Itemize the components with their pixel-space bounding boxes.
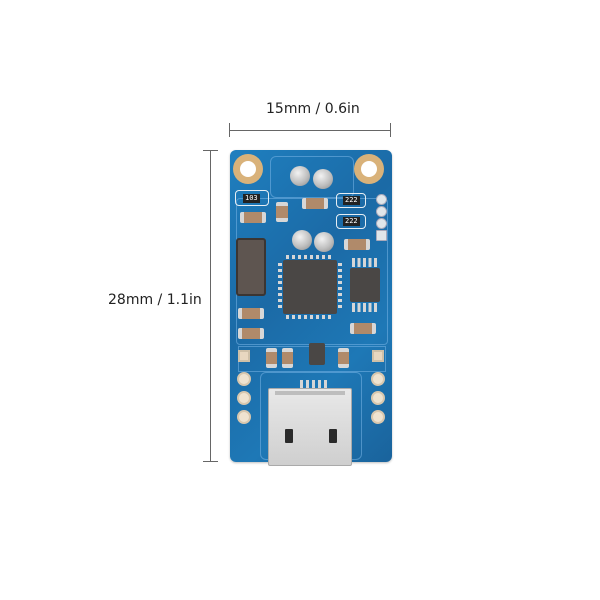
regulator-chip <box>309 343 325 365</box>
pin-pad-square-left <box>238 350 250 362</box>
ic-pin <box>352 303 378 312</box>
resistor-marking: 222 <box>343 196 360 205</box>
usb-latch-hole-right <box>329 429 337 443</box>
capacitor <box>266 348 277 368</box>
height-dimension-tick-top <box>203 150 218 151</box>
capacitor <box>238 308 264 319</box>
header-pad <box>376 230 387 241</box>
width-dimension-tick-left <box>229 123 230 137</box>
height-dimension-line <box>210 150 211 462</box>
pin-pad-left <box>237 391 251 405</box>
height-dimension-tick-bottom <box>203 461 218 462</box>
ic-pin <box>286 255 334 259</box>
capacitor <box>302 198 328 209</box>
width-dimension-line <box>229 130 391 131</box>
trace <box>270 156 354 198</box>
ic-pin <box>352 258 378 267</box>
width-dimension-label: 15mm / 0.6in <box>266 101 360 117</box>
capacitor <box>338 348 349 368</box>
header-pad <box>376 194 387 205</box>
height-dimension-label: 28mm / 1.1in <box>108 292 202 308</box>
capacitor <box>276 202 288 222</box>
resistor-outline <box>336 214 366 229</box>
resistor-outline <box>235 190 269 206</box>
capacitor <box>344 239 370 250</box>
pin-pad-right <box>371 410 385 424</box>
width-dimension-tick-right <box>390 123 391 137</box>
capacitor <box>238 328 264 339</box>
secondary-chip <box>350 268 380 302</box>
crystal-component <box>236 238 266 296</box>
via <box>292 230 312 250</box>
ic-pin <box>338 263 342 311</box>
mounting-hole-right <box>354 154 384 184</box>
header-pad <box>376 218 387 229</box>
micro-usb-connector <box>268 388 352 466</box>
ic-pin <box>278 263 282 311</box>
capacitor <box>350 323 376 334</box>
usb-latch-hole-left <box>285 429 293 443</box>
pcb-board: 103 222 222 <box>230 150 392 462</box>
capacitor <box>240 212 266 223</box>
microcontroller-chip <box>283 260 337 314</box>
via <box>314 232 334 252</box>
pin-pad-left <box>237 372 251 386</box>
capacitor <box>282 348 293 368</box>
resistor-marking: 103 <box>243 194 260 203</box>
header-pad <box>376 206 387 217</box>
resistor-outline <box>336 193 366 208</box>
via <box>313 169 333 189</box>
via <box>290 166 310 186</box>
pin-pad-right <box>371 372 385 386</box>
pin-pad-left <box>237 410 251 424</box>
mounting-hole-left <box>233 154 263 184</box>
ic-pin <box>286 315 334 319</box>
pin-pad-right <box>371 391 385 405</box>
pin-pad-square-right <box>372 350 384 362</box>
resistor-marking: 222 <box>343 217 360 226</box>
usb-connector-top <box>275 391 345 395</box>
